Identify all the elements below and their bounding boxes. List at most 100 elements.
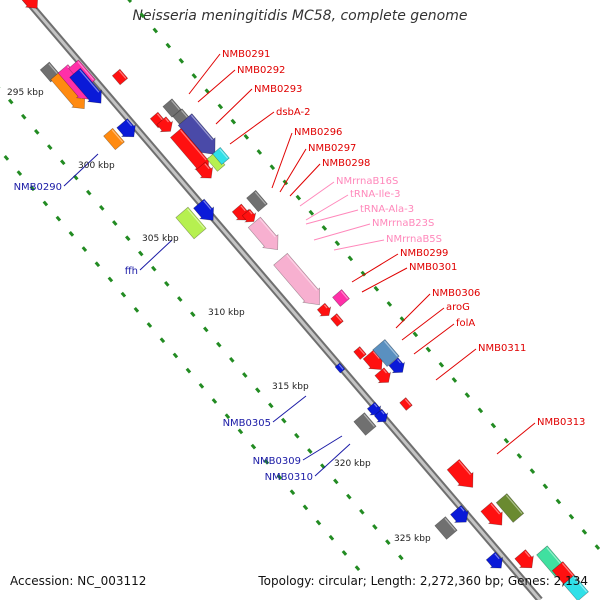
gene-highlight — [444, 517, 456, 531]
position-label: 315 kbp — [272, 382, 309, 392]
gene-highlight — [458, 460, 471, 476]
tick-dot — [190, 311, 196, 318]
tick-dot — [230, 118, 237, 125]
gene-feature — [241, 208, 257, 223]
tick-dot — [125, 235, 131, 242]
gene-highlight — [373, 403, 378, 408]
gene-feature — [332, 289, 350, 307]
tick-dot — [354, 565, 361, 572]
tick-dot — [346, 493, 352, 500]
tick-dot — [33, 129, 40, 135]
genome-summary-text: Topology: circular; Length: 2,272,360 bp… — [258, 574, 588, 588]
tick-dot — [295, 194, 302, 201]
tick-dot — [112, 220, 118, 226]
gene-label: aroG — [446, 302, 470, 313]
gene-label: NMB0296 — [294, 127, 342, 138]
tick-dot — [59, 159, 66, 166]
gene-shape — [273, 252, 320, 306]
gene-highlight — [204, 163, 210, 170]
gene-highlight — [404, 398, 411, 406]
tick-dot — [373, 285, 380, 292]
gene-shape — [374, 367, 391, 384]
gene-feature — [175, 206, 207, 240]
label-leader-line — [188, 53, 221, 95]
label-leader-line — [229, 111, 275, 145]
tick-dot — [328, 534, 335, 541]
gene-shape — [246, 189, 268, 213]
gene-feature — [373, 408, 389, 423]
tick-dot — [55, 215, 62, 222]
tick-dot — [568, 513, 575, 520]
gene-highlight — [165, 118, 169, 123]
tick-dot — [372, 524, 378, 530]
tick-dot — [139, 12, 146, 19]
tick-dot — [107, 276, 114, 283]
tick-dot — [555, 498, 562, 505]
gene-shape — [563, 574, 589, 600]
gene-shape — [332, 289, 350, 307]
gene-feature — [388, 357, 405, 374]
gene-shape — [446, 458, 474, 488]
label-leader-line — [401, 307, 445, 341]
tick-dot — [172, 352, 179, 359]
gene-feature — [372, 339, 400, 367]
gene-feature — [212, 147, 230, 165]
tick-dot-tracks — [0, 0, 600, 572]
gene-highlight — [286, 254, 318, 291]
gene-highlight — [363, 413, 375, 427]
gene-feature — [247, 216, 279, 251]
gene-shape — [175, 206, 207, 240]
tick-dot — [198, 382, 205, 389]
gene-features — [17, 0, 589, 600]
gene-shape — [247, 216, 279, 251]
tick-dot — [281, 417, 287, 424]
gene-label: folA — [456, 318, 475, 329]
tick-dot — [315, 519, 322, 526]
tick-dot — [237, 428, 244, 435]
gene-shape — [353, 412, 377, 436]
tick-dot — [341, 550, 348, 556]
tick-dot — [217, 103, 224, 110]
gene-feature — [485, 551, 503, 569]
tick-dot — [185, 367, 192, 374]
tick-dot — [529, 468, 536, 475]
gene-label: NMB0297 — [308, 143, 356, 154]
gene-highlight — [48, 63, 59, 75]
gene-highlight — [180, 129, 207, 161]
tick-dot — [7, 98, 14, 105]
gene-shape — [116, 118, 136, 138]
gene-feature — [366, 401, 382, 416]
gene-highlight — [383, 340, 398, 357]
tick-dot — [243, 133, 250, 140]
position-label: 295 kbp — [7, 88, 44, 98]
gene-shape — [156, 116, 173, 133]
tick-dot — [289, 489, 296, 496]
tick-dot — [46, 144, 53, 150]
tick-dot — [250, 443, 257, 450]
gene-feature — [514, 549, 534, 569]
gene-label: NMB0306 — [432, 288, 480, 299]
gene-highlight — [460, 506, 465, 512]
tick-dot — [425, 346, 432, 353]
gene-highlight — [397, 359, 401, 364]
gene-highlight — [254, 191, 267, 205]
gene-shape — [450, 504, 469, 523]
gene-label: NMB0309 — [253, 456, 301, 467]
gene-feature — [246, 189, 268, 213]
gene-shape — [495, 493, 525, 523]
tick-dot — [308, 209, 315, 216]
gene-highlight — [126, 119, 133, 127]
position-label: 325 kbp — [394, 534, 431, 544]
gene-shape — [514, 549, 534, 569]
tick-dot — [464, 392, 471, 399]
gene-highlight — [240, 205, 246, 212]
label-leader-line — [314, 443, 351, 477]
gene-feature — [450, 504, 469, 523]
gene-highlight — [524, 550, 531, 558]
gene-shape — [373, 408, 389, 423]
gene-shape — [103, 127, 125, 151]
gene-label: ffh — [125, 266, 138, 277]
